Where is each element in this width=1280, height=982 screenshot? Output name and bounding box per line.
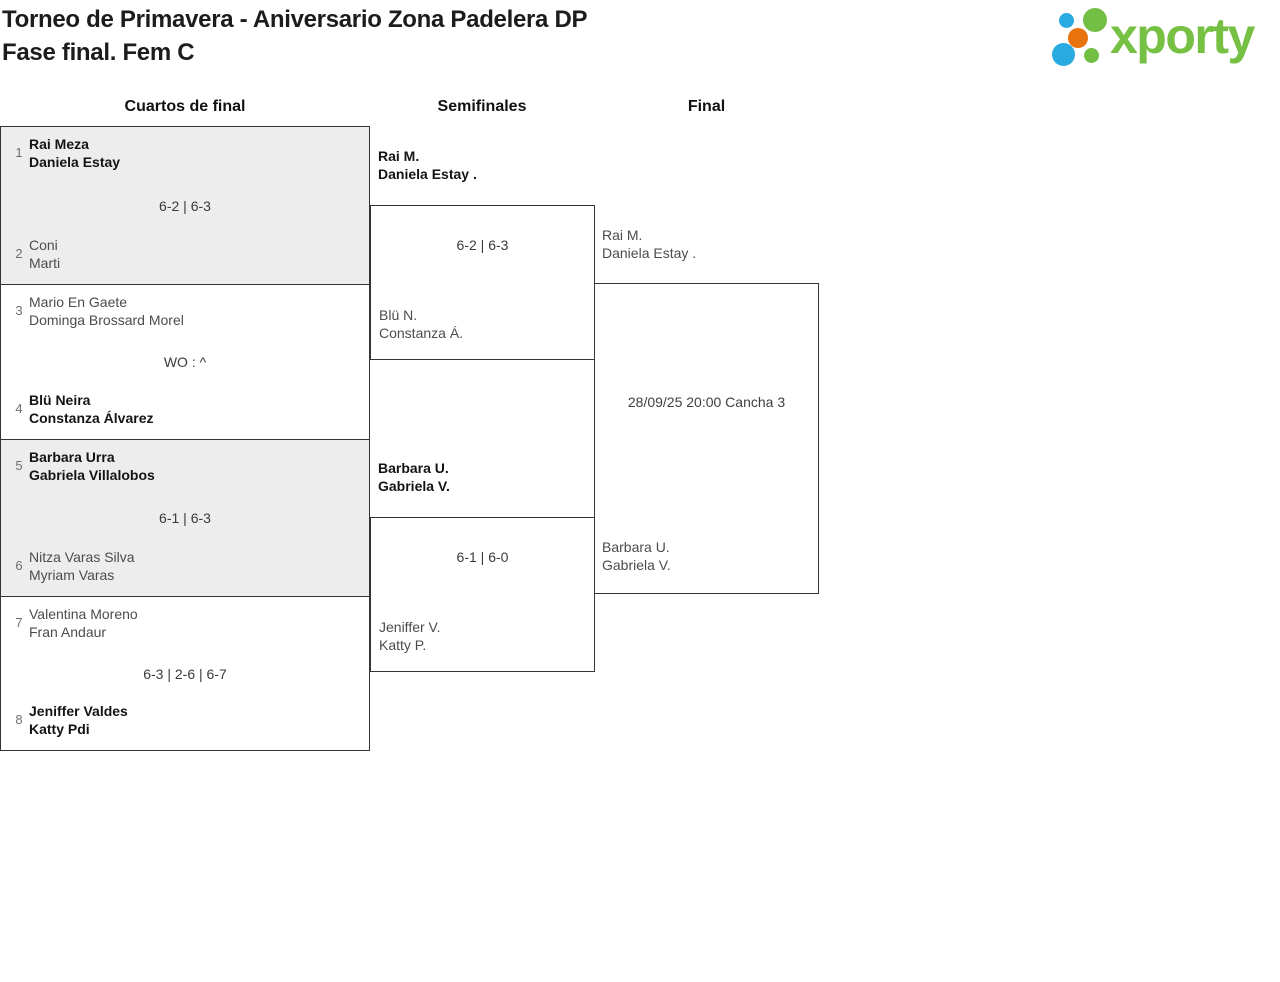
semifinal-1-team-top: Rai M. Daniela Estay .: [378, 147, 477, 183]
logo-dot-orange-icon: [1068, 28, 1088, 48]
match-quarterfinal-4[interactable]: 7 Valentina Moreno Fran Andaur 6-3 | 2-6…: [0, 596, 370, 751]
logo-dot-green-large-icon: [1083, 8, 1107, 32]
match-score: WO : ^: [163, 354, 207, 370]
player-name: Barbara Urra: [29, 449, 115, 465]
player-name: Myriam Varas: [29, 567, 115, 583]
team-entry: 4 Blü Neira Constanza Álvarez: [9, 391, 359, 427]
player-name: Coni: [29, 237, 58, 253]
player-name: Rai Meza: [29, 136, 89, 152]
seed-number: 7: [15, 615, 23, 630]
player-name: Nitza Varas Silva: [29, 549, 135, 565]
final-team-bottom: Barbara U. Gabriela V.: [602, 538, 671, 574]
team-names: Nitza Varas Silva Myriam Varas: [29, 548, 135, 584]
match-score: 6-2 | 6-3: [456, 237, 509, 253]
column-header-final: Final: [687, 98, 726, 115]
logo-wordmark: xporty: [1110, 8, 1255, 64]
seed-number: 5: [15, 458, 23, 473]
match-quarterfinal-2[interactable]: 3 Mario En Gaete Dominga Brossard Morel …: [0, 284, 370, 440]
player-name: Daniela Estay .: [378, 166, 477, 182]
player-name: Daniela Estay .: [602, 245, 697, 261]
semifinal-2-team-bottom: Jeniffer V. Katty P.: [379, 618, 441, 654]
final-team-top: Rai M. Daniela Estay .: [602, 226, 696, 262]
team-names: Coni Marti: [29, 236, 60, 272]
player-name: Daniela Estay: [29, 154, 121, 170]
player-name: Gabriela V.: [378, 478, 450, 494]
team-entry: 8 Jeniffer Valdes Katty Pdi: [9, 702, 359, 738]
match-semifinal-1[interactable]: 6-2 | 6-3 Blü N. Constanza Á.: [370, 205, 595, 360]
seed-number: 1: [15, 145, 23, 160]
team-names: Blü Neira Constanza Álvarez: [29, 391, 153, 427]
player-name: Rai M.: [378, 148, 420, 164]
xporty-logo[interactable]: xporty: [1048, 0, 1274, 72]
match-score: 6-2 | 6-3: [159, 197, 211, 214]
player-name: Barbara U.: [378, 460, 449, 476]
page-title: Torneo de Primavera - Aniversario Zona P…: [2, 6, 588, 33]
team-names: Jeniffer Valdes Katty Pdi: [29, 702, 128, 738]
page-subtitle: Fase final. Fem C: [2, 39, 195, 66]
player-name: Rai M.: [602, 227, 643, 243]
team-names: Mario En Gaete Dominga Brossard Morel: [29, 293, 184, 329]
semifinal-2-team-top: Barbara U. Gabriela V.: [378, 459, 450, 495]
team-entry: 2 Coni Marti: [9, 236, 359, 272]
logo-dot-blue-small-icon: [1059, 13, 1074, 28]
match-score: 6-3 | 2-6 | 6-7: [143, 665, 227, 682]
player-name: Gabriela Villalobos: [29, 467, 155, 483]
player-name: Constanza Á.: [379, 325, 464, 341]
team-entry: 1 Rai Meza Daniela Estay: [9, 135, 359, 171]
match-semifinal-2[interactable]: 6-1 | 6-0 Jeniffer V. Katty P.: [370, 517, 595, 672]
player-name: Dominga Brossard Morel: [29, 312, 184, 328]
team-entry: 6 Nitza Varas Silva Myriam Varas: [9, 548, 359, 584]
player-name: Mario En Gaete: [29, 294, 128, 310]
seed-number: 8: [15, 712, 23, 727]
logo-dot-green-small-icon: [1084, 48, 1099, 63]
match-quarterfinal-3[interactable]: 5 Barbara Urra Gabriela Villalobos 6-1 |…: [0, 439, 370, 597]
player-name: Katty P.: [379, 637, 427, 653]
match-score: 6-1 | 6-3: [159, 510, 211, 526]
column-header-semifinals: Semifinales: [437, 98, 527, 115]
team-entry: 7 Valentina Moreno Fran Andaur: [9, 605, 359, 641]
team-names: Barbara Urra Gabriela Villalobos: [29, 448, 155, 484]
player-name: Fran Andaur: [29, 624, 107, 640]
match-score: 6-1 | 6-0: [456, 549, 509, 565]
player-name: Blü N.: [379, 307, 418, 323]
team-names: Rai Meza Daniela Estay: [29, 135, 120, 171]
team-names: Valentina Moreno Fran Andaur: [29, 605, 138, 641]
player-name: Valentina Moreno: [29, 606, 138, 622]
semifinal-1-team-bottom: Blü N. Constanza Á.: [379, 306, 463, 342]
seed-number: 3: [15, 303, 23, 318]
team-entry: 3 Mario En Gaete Dominga Brossard Morel: [9, 293, 359, 329]
column-header-quarterfinals: Cuartos de final: [124, 98, 246, 115]
team-entry: 5 Barbara Urra Gabriela Villalobos: [9, 448, 359, 484]
player-name: Katty Pdi: [29, 721, 90, 737]
player-name: Jeniffer Valdes: [29, 703, 128, 719]
player-name: Blü Neira: [29, 392, 91, 408]
match-final[interactable]: 28/09/25 20:00 Cancha 3: [594, 283, 819, 594]
logo-dot-blue-large-icon: [1052, 43, 1075, 66]
seed-number: 2: [15, 246, 23, 261]
player-name: Barbara U.: [602, 539, 670, 555]
player-name: Jeniffer V.: [379, 619, 441, 635]
player-name: Gabriela V.: [602, 557, 671, 573]
match-quarterfinal-1[interactable]: 1 Rai Meza Daniela Estay 6-2 | 6-3 2 Con…: [0, 126, 370, 285]
player-name: Marti: [29, 255, 61, 271]
player-name: Constanza Álvarez: [29, 410, 154, 426]
seed-number: 6: [15, 558, 23, 573]
final-schedule: 28/09/25 20:00 Cancha 3: [627, 394, 786, 410]
seed-number: 4: [15, 401, 23, 416]
